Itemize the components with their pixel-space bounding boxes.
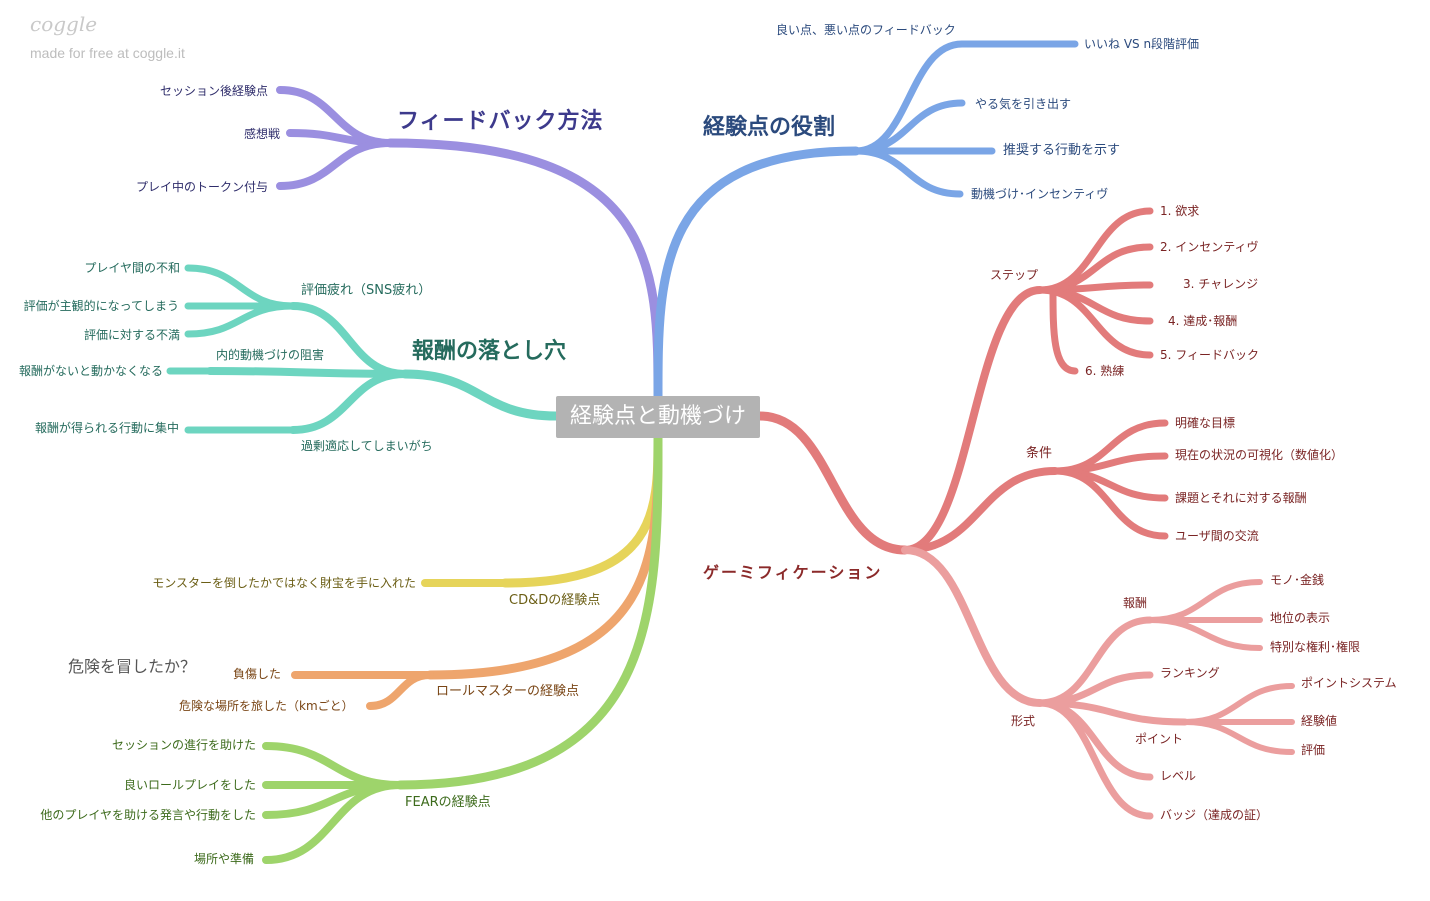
gamif-step-label[interactable]: ステップ [990, 268, 1039, 282]
rm-note[interactable]: 危険を冒したか？ [68, 657, 197, 676]
branch-pitfall-label[interactable]: 報酬の落とし穴 [412, 339, 567, 364]
reward-item[interactable]: 地位の表示 [1270, 611, 1331, 625]
branch-connector [1036, 699, 1189, 726]
branch-connector [1051, 467, 1169, 540]
form-point-label[interactable]: ポイント [1135, 732, 1184, 746]
branch-connector [289, 302, 409, 378]
branch-connector [184, 302, 297, 338]
cond-item[interactable]: 明確な目標 [1175, 416, 1236, 430]
step-item[interactable]: 4. 達成･報酬 [1168, 314, 1238, 328]
fear-item[interactable]: セッションの進行を助けた [111, 738, 256, 752]
branch-connector [1036, 286, 1154, 359]
branch-connector [276, 139, 394, 190]
branch-connector [852, 147, 964, 198]
fear-item[interactable]: 他のプレイヤを助ける発言や行動をした [40, 808, 256, 822]
role-item[interactable]: 動機づけ･インセンティヴ [971, 187, 1109, 201]
feedback-item[interactable]: プレイ中のトークン付与 [135, 180, 268, 194]
pitfall-item[interactable]: 報酬がないと動かなくなる [18, 364, 163, 378]
branch-connector [366, 671, 434, 710]
branch-rm-label[interactable]: ロールマスターの経験点 [436, 684, 580, 699]
pitfall-item[interactable]: 評価に対する不満 [83, 328, 180, 342]
point-item[interactable]: ポイントシステム [1301, 676, 1397, 690]
branch-connector [1036, 699, 1154, 820]
pitfall-sub[interactable]: 内的動機づけの阻害 [216, 348, 325, 362]
branch-feedback-label[interactable]: フィードバック方法 [397, 109, 604, 134]
branch-connector [1182, 683, 1295, 725]
branch-connector [184, 264, 297, 310]
credit-text[interactable]: made for free at coggle.it [30, 45, 185, 61]
branch-connector [901, 467, 1059, 554]
reward-item[interactable]: 特別な権利･権限 [1270, 640, 1361, 654]
branch-connector [1147, 579, 1263, 623]
pitfall-sub[interactable]: 評価疲れ（SNS疲れ） [301, 283, 432, 298]
branch-connector [901, 546, 1044, 707]
fear-item[interactable]: 場所や準備 [193, 852, 254, 866]
pitfall-item[interactable]: プレイヤ間の不和 [84, 261, 180, 275]
branch-role-label[interactable]: 経験点の役割 [703, 115, 836, 140]
fear-item[interactable]: 良いロールプレイをした [123, 778, 256, 792]
feedback-item[interactable]: 感想戦 [243, 127, 280, 141]
cond-item[interactable]: 課題とそれに対する報酬 [1175, 491, 1307, 505]
coggle-logo[interactable]: coggle [30, 12, 98, 36]
form-level[interactable]: レベル [1160, 769, 1197, 783]
pitfall-item[interactable]: 評価が主観的になってしまう [23, 299, 179, 313]
step-item[interactable]: 5. フィードバック [1160, 348, 1260, 362]
branch-connector [1036, 671, 1154, 707]
role-item[interactable]: 良い点、悪い点のフィードバック [776, 23, 956, 37]
rm-item[interactable]: 危険な場所を旅した（kmごと） [179, 699, 354, 713]
pitfall-item[interactable]: 報酬が得られる行動に集中 [34, 421, 179, 435]
role-item[interactable]: いいね VS n段階評価 [1084, 37, 1200, 51]
pitfall-sub[interactable]: 過剰適応してしまいがち [301, 439, 433, 453]
branch-connector [400, 369, 561, 421]
form-badge[interactable]: バッジ（達成の証） [1160, 808, 1269, 822]
branch-connector [500, 433, 663, 588]
step-item[interactable]: 3. チャレンジ [1183, 277, 1259, 291]
branch-fear-label[interactable]: FEARの経験点 [405, 795, 491, 810]
branch-connector [1147, 617, 1263, 651]
branch-connector [901, 286, 1044, 554]
branch-connector [289, 370, 409, 434]
cdd-item[interactable]: モンスターを倒したかではなく財宝を手に入れた [152, 576, 416, 590]
branch-connector [755, 411, 910, 555]
step-item[interactable]: 1. 欲求 [1160, 204, 1200, 218]
reward-item[interactable]: モノ･金銭 [1270, 573, 1325, 587]
branch-cdd-label[interactable]: CD&Dの経験点 [509, 593, 601, 608]
form-reward-label[interactable]: 報酬 [1123, 596, 1148, 610]
role-item[interactable]: やる気を引き出す [975, 97, 1072, 111]
branch-connector [395, 433, 663, 790]
role-main-connector [653, 146, 861, 401]
branch-connector [262, 742, 404, 789]
branch-connector [1182, 719, 1295, 755]
root-node[interactable]: 経験点と動機づけ [556, 396, 760, 438]
feedback-item[interactable]: セッション後経験点 [159, 84, 268, 98]
branch-gamification-label[interactable]: ゲーミフィケーション [703, 563, 883, 582]
form-ranking[interactable]: ランキング [1160, 666, 1220, 680]
branch-connector [852, 40, 966, 155]
branch-connector [262, 781, 404, 864]
step-item[interactable]: 6. 熟練 [1085, 364, 1125, 378]
gamif-cond-label[interactable]: 条件 [1026, 446, 1053, 461]
point-item[interactable]: 評価 [1301, 743, 1326, 757]
branch-connector [206, 367, 409, 378]
cond-item[interactable]: ユーザ間の交流 [1175, 529, 1259, 543]
step-item[interactable]: 2. インセンティヴ [1160, 240, 1259, 254]
role-item[interactable]: 推奨する行動を示す [1003, 143, 1121, 158]
rm-item[interactable]: 負傷した [233, 667, 282, 681]
point-item[interactable]: 経験値 [1301, 714, 1338, 728]
branch-connector [1049, 286, 1079, 375]
cond-item[interactable]: 現在の状況の可視化（数値化） [1175, 448, 1344, 462]
gamif-form-label[interactable]: 形式 [1011, 714, 1036, 728]
